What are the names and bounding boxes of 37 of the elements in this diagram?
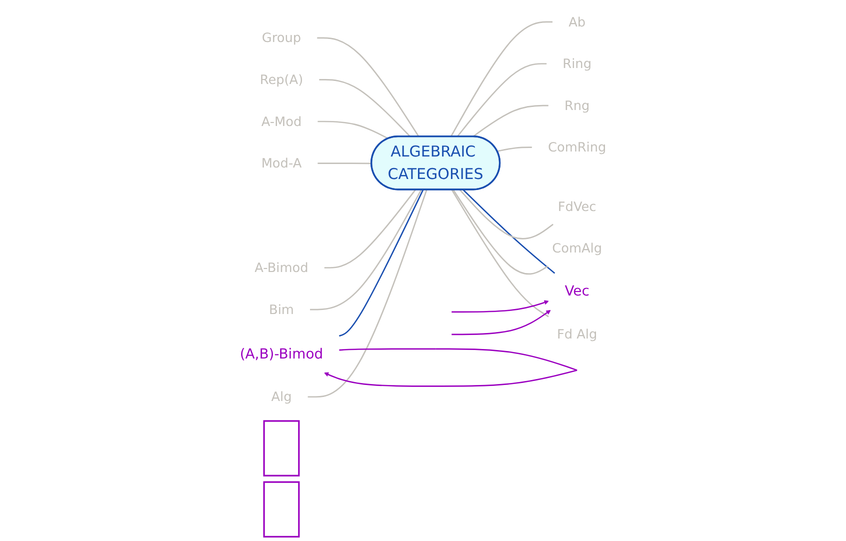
node-text: Ring xyxy=(562,56,592,72)
node-text: A-Bimod xyxy=(254,260,308,276)
node-box xyxy=(263,420,300,476)
arrow xyxy=(324,348,578,387)
node-text: Bim xyxy=(269,302,294,318)
node-text: Rep(A) xyxy=(260,72,304,88)
node-text: Alg xyxy=(271,389,292,404)
connector xyxy=(324,189,416,268)
connector xyxy=(318,120,388,140)
node-text: Rng xyxy=(564,98,590,114)
connector xyxy=(450,21,553,137)
connector xyxy=(318,162,372,164)
node-text: (A,B)-Bimod xyxy=(240,346,324,362)
node-text: ComRing xyxy=(548,140,606,155)
connector xyxy=(456,63,547,138)
connector xyxy=(452,189,548,275)
connector xyxy=(317,37,420,137)
connector xyxy=(459,189,554,240)
connector xyxy=(497,146,532,152)
node-text: A-Mod xyxy=(261,114,302,129)
connector xyxy=(308,189,428,398)
arrow xyxy=(452,300,549,313)
node-box xyxy=(263,481,300,538)
node-text: Mod-A xyxy=(261,156,302,171)
node-text: Ab xyxy=(568,14,586,30)
connector xyxy=(319,79,411,138)
node-text: Vec xyxy=(564,283,590,300)
connector xyxy=(338,189,424,337)
connector xyxy=(310,189,422,310)
node-text: Group xyxy=(262,30,302,46)
node-text: ComAlg xyxy=(552,240,602,256)
connector xyxy=(451,189,549,318)
node-text: FdVec xyxy=(558,199,596,214)
arrow xyxy=(452,310,551,336)
node-text: Fd Alg xyxy=(556,326,598,342)
connector xyxy=(472,104,548,138)
connector xyxy=(462,189,556,274)
